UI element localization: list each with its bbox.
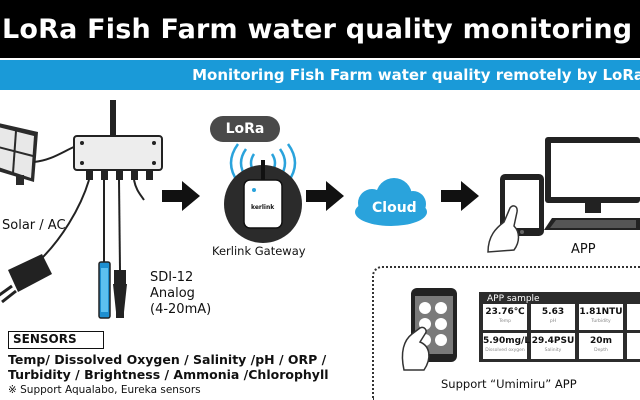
desktop-computer-icon bbox=[544, 137, 640, 230]
gateway-icon bbox=[224, 160, 302, 243]
supported-sensors-note: ※ Support Aqualabo, Eureka sensors bbox=[8, 384, 201, 396]
sensors-list-line-2: Turbidity / Brightness / Ammonia /Chloro… bbox=[8, 367, 329, 382]
app-sample-panel bbox=[372, 266, 640, 400]
cloud-label: Cloud bbox=[372, 200, 417, 216]
page-subtitle: Monitoring Fish Farm water quality remot… bbox=[192, 66, 640, 84]
ac-adapter-icon bbox=[0, 254, 52, 304]
analog-probe-icon bbox=[113, 270, 127, 318]
reading-label: Salinity bbox=[544, 348, 562, 353]
app-reading-cell bbox=[627, 304, 640, 330]
reading-label: Depth bbox=[594, 348, 608, 353]
app-reading-cell: 5.63 pH bbox=[531, 304, 575, 330]
reading-value: 1.81NTU bbox=[579, 307, 623, 317]
reading-label: Dissolved oxygen bbox=[485, 348, 525, 353]
sdi12-label: SDI-12 bbox=[150, 270, 194, 285]
app-reading-cell: 20m Depth bbox=[579, 333, 623, 359]
reading-label: Turbidity bbox=[591, 319, 611, 324]
app-reading-cell: 1.81NTU Turbidity bbox=[579, 304, 623, 330]
app-sample-title: APP sample bbox=[487, 294, 540, 304]
reading-label: pH bbox=[549, 319, 557, 324]
sensor-probe-icon bbox=[98, 261, 111, 319]
app-reading-cell bbox=[627, 333, 640, 359]
analog-range-label: (4-20mA) bbox=[150, 302, 212, 317]
power-source-label: Solar / AC bbox=[2, 218, 66, 233]
reading-value: 5.90mg/L bbox=[483, 336, 531, 346]
hand-icon bbox=[401, 326, 430, 371]
app-label: APP bbox=[571, 242, 596, 257]
sensor-hub-icon bbox=[73, 100, 163, 180]
subtitle-bar: Monitoring Fish Farm water quality remot… bbox=[0, 60, 640, 90]
app-reading-cell: 23.76℃ Temp bbox=[483, 304, 527, 330]
arrow-right-icon bbox=[162, 181, 200, 211]
app-sample-screen: APP sample 23.76℃ Temp 5.63 pH 1.81NTU T… bbox=[479, 292, 640, 362]
title-bar: LoRa Fish Farm water quality monitoring bbox=[0, 0, 640, 58]
reading-value: 29.4PSU bbox=[531, 336, 575, 346]
lora-badge: LoRa bbox=[210, 116, 280, 142]
sensors-list-line-1: Temp/ Dissolved Oxygen / Salinity /pH / … bbox=[8, 352, 327, 367]
reading-value: 5.63 bbox=[541, 307, 565, 317]
cloud-icon bbox=[355, 178, 427, 226]
analog-label: Analog bbox=[150, 286, 195, 301]
umimiru-app-label: Support “Umimiru” APP bbox=[441, 377, 577, 391]
gateway-device-text: kerlink bbox=[251, 204, 275, 211]
hand-icon bbox=[487, 205, 520, 253]
gateway-label: Kerlink Gateway bbox=[212, 244, 306, 258]
page-title: LoRa Fish Farm water quality monitoring bbox=[2, 14, 633, 45]
sensors-heading: SENSORS bbox=[8, 331, 104, 349]
app-reading-cell: 29.4PSU Salinity bbox=[531, 333, 575, 359]
reading-value: 20m bbox=[590, 336, 612, 346]
app-reading-cell: 5.90mg/L Dissolved oxygen bbox=[483, 333, 531, 359]
reading-value: 23.76℃ bbox=[485, 307, 525, 317]
solar-panel-icon bbox=[0, 123, 38, 185]
reading-label: Temp bbox=[499, 319, 511, 324]
arrow-right-icon bbox=[441, 181, 479, 211]
arrow-right-icon bbox=[306, 181, 344, 211]
